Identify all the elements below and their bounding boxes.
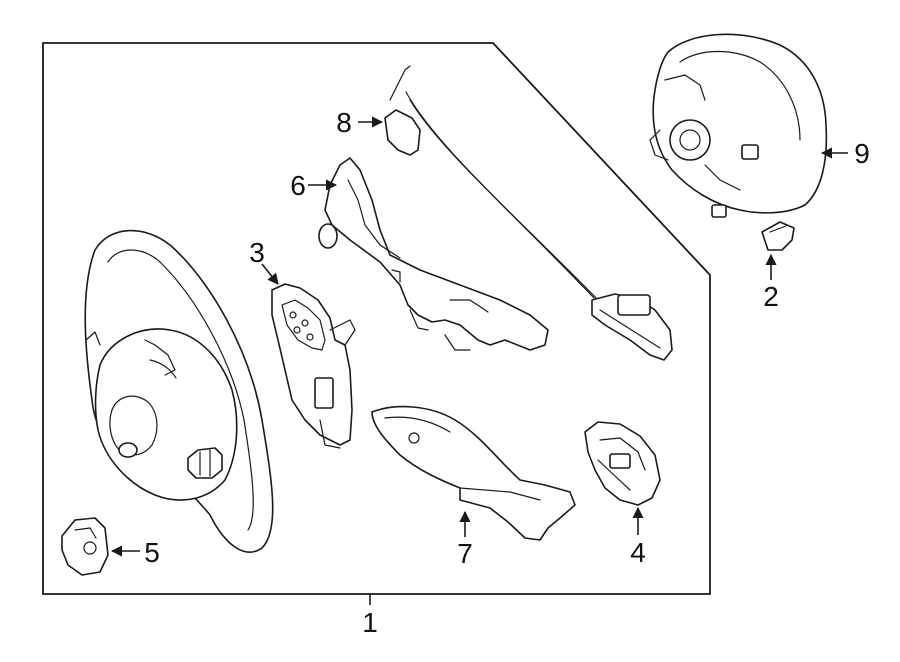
callout-9: 9 <box>854 138 870 169</box>
carrier-bracket <box>318 157 549 351</box>
clip-and-harness <box>384 65 673 361</box>
assembly-frame <box>42 42 711 595</box>
callout-1: 1 <box>362 607 378 638</box>
steering-wheel <box>84 229 274 553</box>
callout-7: 7 <box>457 538 473 569</box>
callout-3-arrow <box>261 263 279 285</box>
callout-4: 4 <box>630 537 646 568</box>
paddle-switch <box>584 421 661 506</box>
switch-module <box>271 283 356 449</box>
callout-8: 8 <box>336 107 352 138</box>
callout-6: 6 <box>290 170 306 201</box>
callout-3: 3 <box>249 237 265 268</box>
bolt <box>761 221 795 251</box>
small-bracket <box>61 517 109 576</box>
callout-5: 5 <box>144 537 160 568</box>
airbag-module <box>649 33 828 218</box>
callout-2: 2 <box>763 281 779 312</box>
trim-cover <box>371 405 576 541</box>
